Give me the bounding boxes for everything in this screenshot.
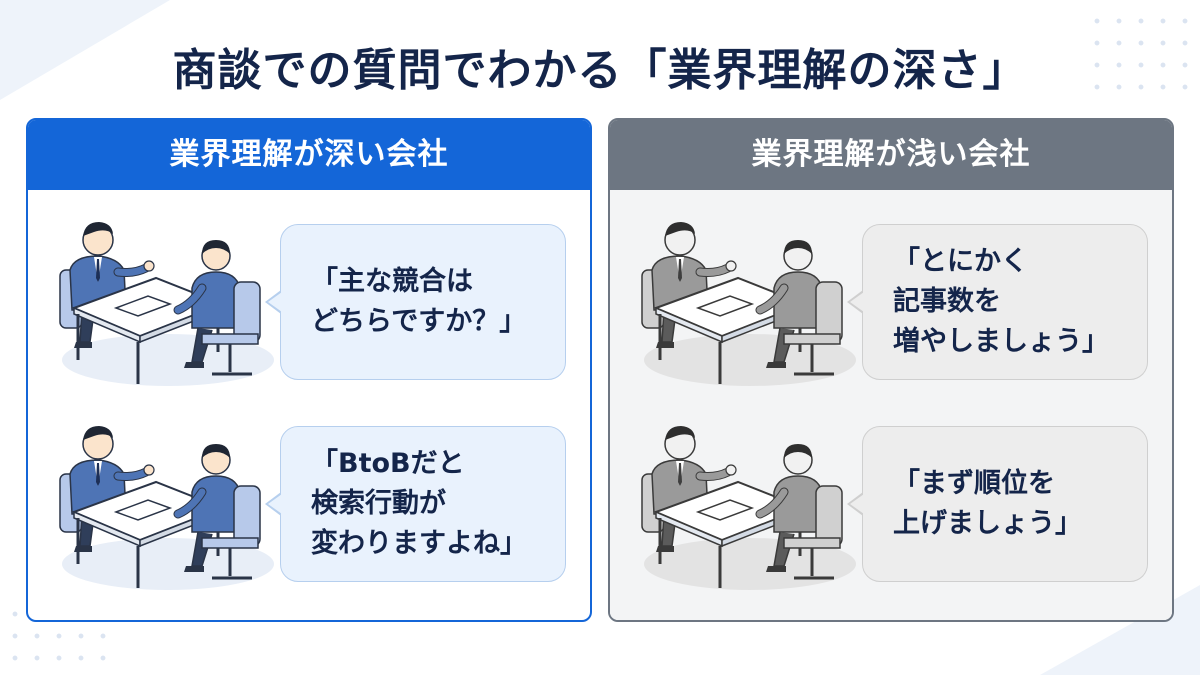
panel-header-deep: 業界理解が深い会社 (28, 120, 590, 190)
business-meeting-icon (642, 426, 856, 590)
background-corner-shape-top-left (0, 0, 170, 100)
quote-bubble-shallow-1: 「とにかく 記事数を 増やしましょう」 (847, 224, 1148, 380)
panel-shallow-understanding: 業界理解が浅い会社 「とにかく 記事数を 増やしましょう」 「まず順位を 上げま… (608, 118, 1174, 622)
page-title: 商談での質問でわかる「業界理解の深さ」 (172, 45, 1028, 96)
quote-text-shallow-2: 「まず順位を 上げましょう」 (893, 468, 1082, 539)
quote-bubble-deep-1: 「主な競合は どちらですか？」 (265, 224, 566, 380)
panel-deep-understanding: 業界理解が深い会社 「主な競合は どちらですか？」 「BtoBだと 検索行動が … (26, 118, 592, 622)
panel-header-shallow: 業界理解が浅い会社 (610, 120, 1172, 190)
business-meeting-icon (60, 222, 274, 386)
business-meeting-icon (60, 426, 274, 590)
business-meeting-icon (642, 222, 856, 386)
background-dots-top-right (1086, 10, 1196, 98)
quote-text-deep-1: 「主な競合は どちらですか？」 (311, 266, 527, 337)
quote-bubble-deep-2: 「BtoBだと 検索行動が 変わりますよね」 (265, 426, 566, 582)
quote-text-shallow-1: 「とにかく 記事数を 増やしましょう」 (893, 246, 1109, 357)
quote-text-deep-2: 「BtoBだと 検索行動が 変わりますよね」 (311, 448, 527, 559)
quote-bubble-shallow-2: 「まず順位を 上げましょう」 (847, 426, 1148, 582)
